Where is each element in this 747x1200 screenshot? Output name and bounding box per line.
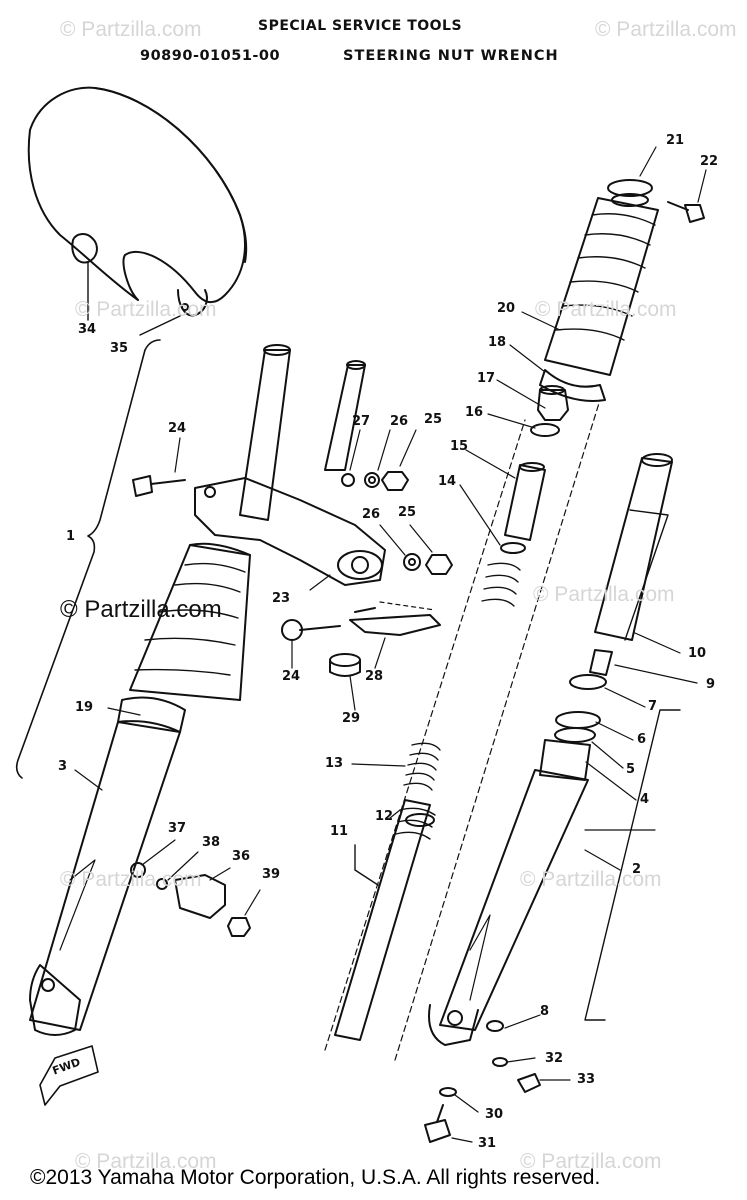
- assembly-bracket-1: [15, 339, 161, 779]
- callout-33: 33: [577, 1072, 596, 1087]
- clip-21: [607, 179, 653, 207]
- watermark: © Partzilla.com: [75, 298, 217, 321]
- callout-34: 34: [78, 322, 97, 337]
- watermark: © Partzilla.com: [520, 868, 662, 891]
- fwd-arrow: [39, 1045, 99, 1106]
- copyright-notice: ©2013 Yamaha Motor Corporation, U.S.A. A…: [30, 1166, 601, 1189]
- callout-24-top: 24: [168, 421, 187, 436]
- watermark: © Partzilla.com: [535, 298, 677, 321]
- callout-39: 39: [262, 867, 281, 882]
- nuts-25-26-27-upper: [341, 471, 409, 491]
- callout-25-top: 25: [424, 412, 443, 427]
- callout-17: 17: [477, 371, 496, 386]
- callout-21: 21: [666, 133, 685, 148]
- watermark: © Partzilla.com: [533, 583, 675, 606]
- callout-5: 5: [626, 762, 636, 777]
- callout-30: 30: [485, 1107, 504, 1122]
- watermark: © Partzilla.com: [60, 868, 202, 891]
- callout-38: 38: [202, 835, 221, 850]
- callout-16: 16: [465, 405, 484, 420]
- grommet-29: [329, 653, 361, 677]
- callout-26-top: 26: [390, 414, 409, 429]
- callout-22: 22: [700, 154, 719, 169]
- tool-part-number: 90890-01051-00: [140, 48, 281, 64]
- damper-rod-assembly-11: [334, 742, 441, 1041]
- callout-29: 29: [342, 711, 361, 726]
- callout-7: 7: [648, 699, 658, 714]
- callout-26-lower: 26: [362, 507, 381, 522]
- callout-14: 14: [438, 474, 457, 489]
- callout-19: 19: [75, 700, 94, 715]
- watermark: © Partzilla.com: [60, 18, 202, 41]
- callout-36: 36: [232, 849, 251, 864]
- watermark-primary: © Partzilla.com: [60, 596, 222, 623]
- drain-bolt-parts: [424, 1020, 541, 1143]
- nuts-25-26-lower: [403, 553, 453, 575]
- cable-guide-28: [349, 614, 441, 636]
- callout-27: 27: [352, 414, 371, 429]
- callout-35: 35: [110, 341, 129, 356]
- clamp-assembly-36: [130, 862, 251, 937]
- bolt-24-lower: [281, 619, 341, 641]
- callout-31: 31: [478, 1136, 497, 1151]
- callout-6: 6: [637, 732, 647, 747]
- callout-4: 4: [640, 792, 650, 807]
- cap-bolt-17: [537, 385, 569, 421]
- callout-9: 9: [706, 677, 716, 692]
- fender-part-35: [27, 86, 248, 317]
- watermark: © Partzilla.com: [75, 1150, 217, 1173]
- watermark: © Partzilla.com: [520, 1150, 662, 1173]
- right-fork-assembly: [428, 453, 673, 1046]
- screw-22: [667, 201, 705, 223]
- callout-32: 32: [545, 1051, 564, 1066]
- callout-20: 20: [497, 301, 516, 316]
- callout-25-lower: 25: [398, 505, 417, 520]
- callout-2: 2: [632, 862, 642, 877]
- watermark: © Partzilla.com: [595, 18, 737, 41]
- callout-15: 15: [450, 439, 469, 454]
- callout-18: 18: [488, 335, 507, 350]
- callout-8: 8: [540, 1004, 550, 1019]
- callout-28: 28: [365, 669, 384, 684]
- callout-1: 1: [66, 529, 76, 544]
- tool-name: STEERING NUT WRENCH: [343, 48, 559, 64]
- callout-24-lower: 24: [282, 669, 301, 684]
- callout-12: 12: [375, 809, 394, 824]
- callout-37: 37: [168, 821, 187, 836]
- callout-10: 10: [688, 646, 707, 661]
- callout-3: 3: [58, 759, 68, 774]
- callout-11: 11: [330, 824, 349, 839]
- callout-23: 23: [272, 591, 291, 606]
- bolt-24-top: [132, 475, 186, 497]
- left-fork-assembly: [29, 344, 386, 1036]
- spring-assembly: [481, 423, 560, 607]
- header-title: SPECIAL SERVICE TOOLS: [258, 18, 463, 34]
- callout-13: 13: [325, 756, 344, 771]
